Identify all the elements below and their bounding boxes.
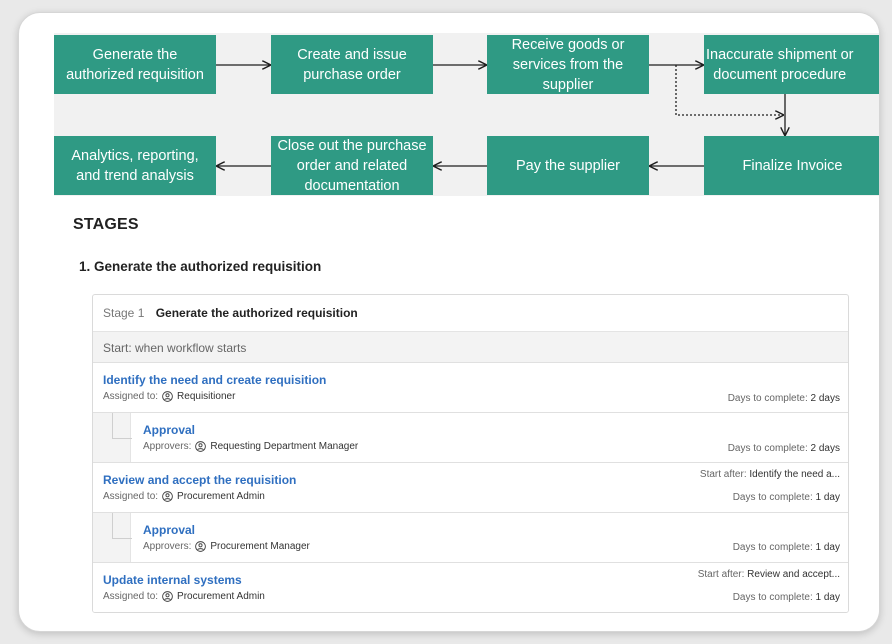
task-title-link[interactable]: Approval xyxy=(143,423,196,437)
task-assignee: Assigned to: Procurement Admin xyxy=(103,591,265,602)
approver-name: Requesting Department Manager xyxy=(210,441,359,452)
start-after-label: Start after: xyxy=(697,569,745,580)
stage-list-item: 1. Generate the authorized requisition xyxy=(79,259,322,274)
flow-step-receive-goods: Receive goods or services from the suppl… xyxy=(487,35,649,94)
approvers-label: Approvers: xyxy=(143,441,192,452)
approver-name: Procurement Manager xyxy=(210,541,310,552)
flow-step-finalize-invoice: Finalize Invoice xyxy=(704,136,879,195)
task-title-link[interactable]: Approval xyxy=(143,523,196,537)
workflow-connectors xyxy=(216,33,880,196)
start-after: Start after: Identify the need a... xyxy=(700,469,840,480)
start-after-value: Identify the need a... xyxy=(749,469,840,480)
start-after-label: Start after: xyxy=(699,469,747,480)
user-icon xyxy=(162,491,173,502)
task-assignee: Assigned to: Procurement Admin xyxy=(103,491,265,502)
days-to-complete: Days to complete: 2 days xyxy=(728,393,840,404)
task-assignee: Assigned to: Requisitioner xyxy=(103,391,235,402)
stage-start-condition: Start: when workflow starts xyxy=(93,331,848,363)
assignee-name: Procurement Admin xyxy=(177,591,265,602)
task-title-link[interactable]: Review and accept the requisition xyxy=(103,473,297,487)
days-value: 1 day xyxy=(815,542,840,553)
screenshot-card: Generate the authorized requisition Crea… xyxy=(18,12,880,632)
assignee-name: Procurement Admin xyxy=(177,491,265,502)
approvers-label: Approvers: xyxy=(143,541,192,552)
days-to-complete: Days to complete: 1 day xyxy=(733,542,840,553)
flow-step-analytics: Analytics, reporting, and trend analysis xyxy=(54,136,216,195)
user-icon xyxy=(195,541,207,552)
task-title-link[interactable]: Update internal systems xyxy=(103,573,242,587)
assigned-to-label: Assigned to: xyxy=(103,591,159,602)
days-to-complete: Days to complete: 1 day xyxy=(733,592,840,603)
flow-step-create-purchase-order: Create and issue purchase order xyxy=(271,35,433,94)
days-label: Days to complete: xyxy=(727,443,808,454)
assigned-to-label: Assigned to: xyxy=(103,491,159,502)
workflow-diagram: Generate the authorized requisition Crea… xyxy=(54,33,880,196)
tree-connector xyxy=(112,413,132,439)
arrow-3-8-dotted xyxy=(675,65,783,115)
tree-connector xyxy=(112,513,132,539)
task-row: Identify the need and create requisition… xyxy=(93,363,848,413)
days-value: 1 day xyxy=(815,492,840,503)
days-to-complete: Days to complete: 2 days xyxy=(728,443,840,454)
stage-number: Stage 1 xyxy=(103,306,145,320)
task-approvers: Approvers: Requesting Department Manager xyxy=(143,441,358,452)
assignee-name: Requisitioner xyxy=(177,391,236,402)
approval-row: Approval Approvers: Requesting Departmen… xyxy=(93,413,848,463)
task-row: Update internal systems Assigned to: Pro… xyxy=(93,563,848,612)
task-approvers: Approvers: Procurement Manager xyxy=(143,541,310,552)
stage-table: Stage 1 Generate the authorized requisit… xyxy=(92,294,849,613)
days-label: Days to complete: xyxy=(732,542,813,553)
days-label: Days to complete: xyxy=(732,592,813,603)
stage-title: Generate the authorized requisition xyxy=(155,306,358,320)
flow-step-pay-supplier: Pay the supplier xyxy=(487,136,649,195)
task-row: Review and accept the requisition Assign… xyxy=(93,463,848,513)
days-to-complete: Days to complete: 1 day xyxy=(733,492,840,503)
task-title-link[interactable]: Identify the need and create requisition xyxy=(103,373,327,387)
content-area: Generate the authorized requisition Crea… xyxy=(54,13,880,631)
flow-step-generate-requisition: Generate the authorized requisition xyxy=(54,35,216,94)
assigned-to-label: Assigned to: xyxy=(103,391,159,402)
days-label: Days to complete: xyxy=(732,492,813,503)
stage-header: Stage 1 Generate the authorized requisit… xyxy=(93,295,848,331)
days-value: 1 day xyxy=(815,592,840,603)
stages-heading: STAGES xyxy=(73,216,139,233)
days-value: 2 days xyxy=(810,393,840,404)
indent-gutter xyxy=(93,413,132,462)
user-icon xyxy=(195,441,207,452)
user-icon xyxy=(162,591,173,602)
start-after-value: Review and accept... xyxy=(747,569,840,580)
days-value: 2 days xyxy=(810,443,840,454)
days-label: Days to complete: xyxy=(727,393,808,404)
indent-gutter xyxy=(93,513,132,562)
start-after: Start after: Review and accept... xyxy=(698,569,840,580)
flow-step-inaccurate-shipment: Inaccurate shipment or document procedur… xyxy=(704,35,879,94)
flow-step-close-out: Close out the purchase order and related… xyxy=(271,136,433,195)
user-icon xyxy=(162,391,173,402)
approval-row: Approval Approvers: Procurement Manager … xyxy=(93,513,848,563)
